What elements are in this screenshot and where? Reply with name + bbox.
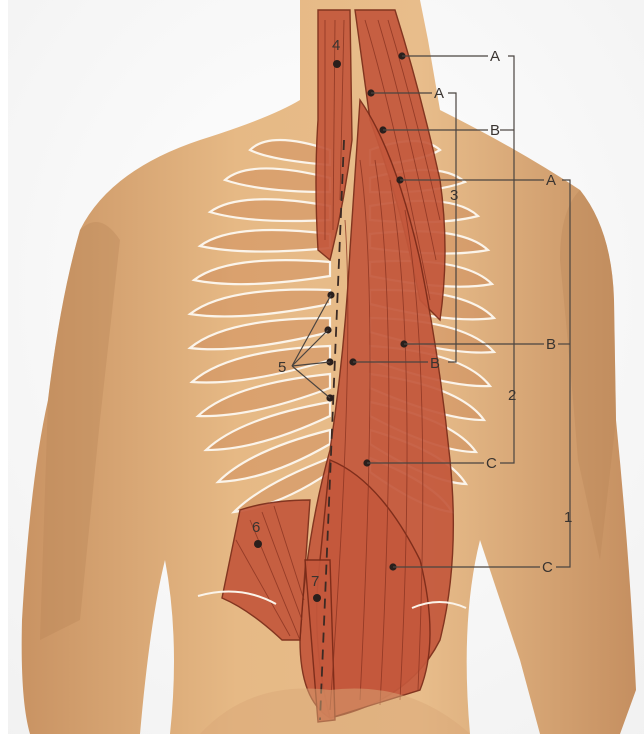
label-b-lumborum: B [546,336,556,353]
label-4: 4 [332,37,340,54]
label-group-1: 1 [564,509,572,526]
dot-6 [254,540,262,548]
dot-4 [333,60,341,68]
label-a-lumborum: A [546,172,556,189]
dot-7 [313,594,321,602]
label-5: 5 [278,359,286,376]
label-a-thoracis: A [434,85,444,102]
label-7: 7 [311,573,319,590]
label-group-3: 3 [450,187,458,204]
label-group-2: 2 [508,387,516,404]
label-c-lumborum: C [542,559,553,576]
label-a-cervicis: A [490,48,500,65]
label-b-cervicis: B [490,122,500,139]
label-c-thoracis: C [486,455,497,472]
label-b-thoracis: B [430,355,440,372]
label-6: 6 [252,519,260,536]
